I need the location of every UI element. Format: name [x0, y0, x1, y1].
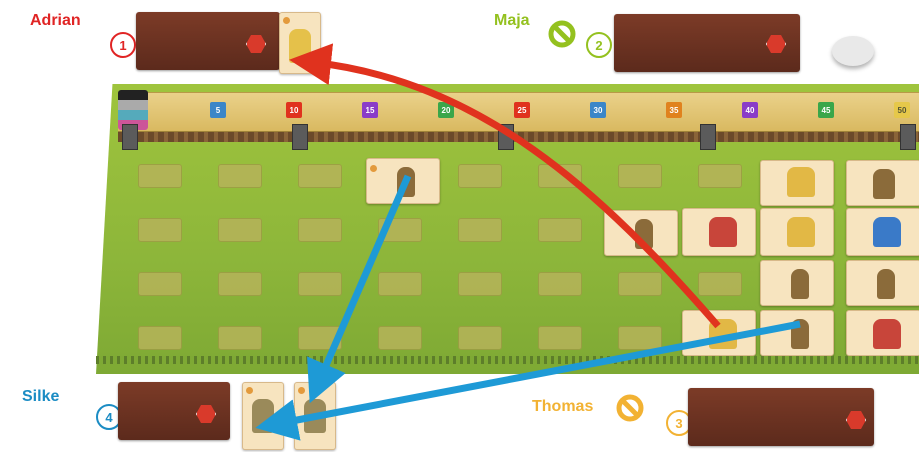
blue-arrow: [318, 176, 408, 384]
blue-arrow: [276, 324, 800, 424]
red-arrow: [310, 62, 718, 326]
